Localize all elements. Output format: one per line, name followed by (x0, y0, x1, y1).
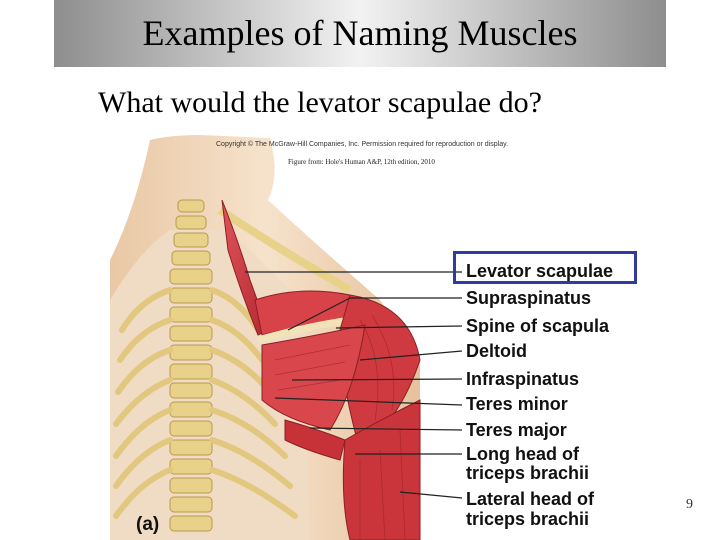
triceps-muscle (342, 399, 421, 540)
highlight-box (453, 251, 637, 284)
figure-panel-letter: (a) (136, 514, 160, 535)
label-deltoid: Deltoid (466, 341, 527, 361)
spine (169, 199, 213, 532)
copyright-notice: Copyright © The McGraw-Hill Companies, I… (216, 141, 509, 148)
slide-title: Examples of Naming Muscles (142, 13, 578, 53)
label-lateral-head-line1: Lateral head of (466, 489, 595, 509)
label-teres-major: Teres major (466, 420, 567, 440)
label-long-head-line2: triceps brachii (466, 463, 590, 483)
clavicle (217, 206, 352, 294)
anatomy-illustration (110, 135, 463, 540)
label-teres-minor: Teres minor (466, 394, 568, 414)
figure-source: Figure from: Hole's Human A&P, 12th edit… (288, 158, 435, 166)
infraspinatus-muscle (261, 324, 366, 431)
label-spine-of-scapula: Spine of scapula (466, 316, 610, 336)
slide-question: What would the levator scapulae do? (98, 86, 542, 119)
teres-major-muscle (284, 419, 346, 461)
title-bar: Examples of Naming Muscles (54, 0, 666, 67)
label-supraspinatus: Supraspinatus (466, 288, 592, 308)
leader-lines (245, 271, 463, 499)
page-number: 9 (686, 497, 693, 512)
label-levator-scapulae: Levator scapulae (466, 261, 614, 281)
label-lateral-head-line2: triceps brachii (466, 509, 590, 529)
label-infraspinatus: Infraspinatus (466, 369, 580, 389)
label-long-head-line1: Long head of (466, 444, 579, 464)
